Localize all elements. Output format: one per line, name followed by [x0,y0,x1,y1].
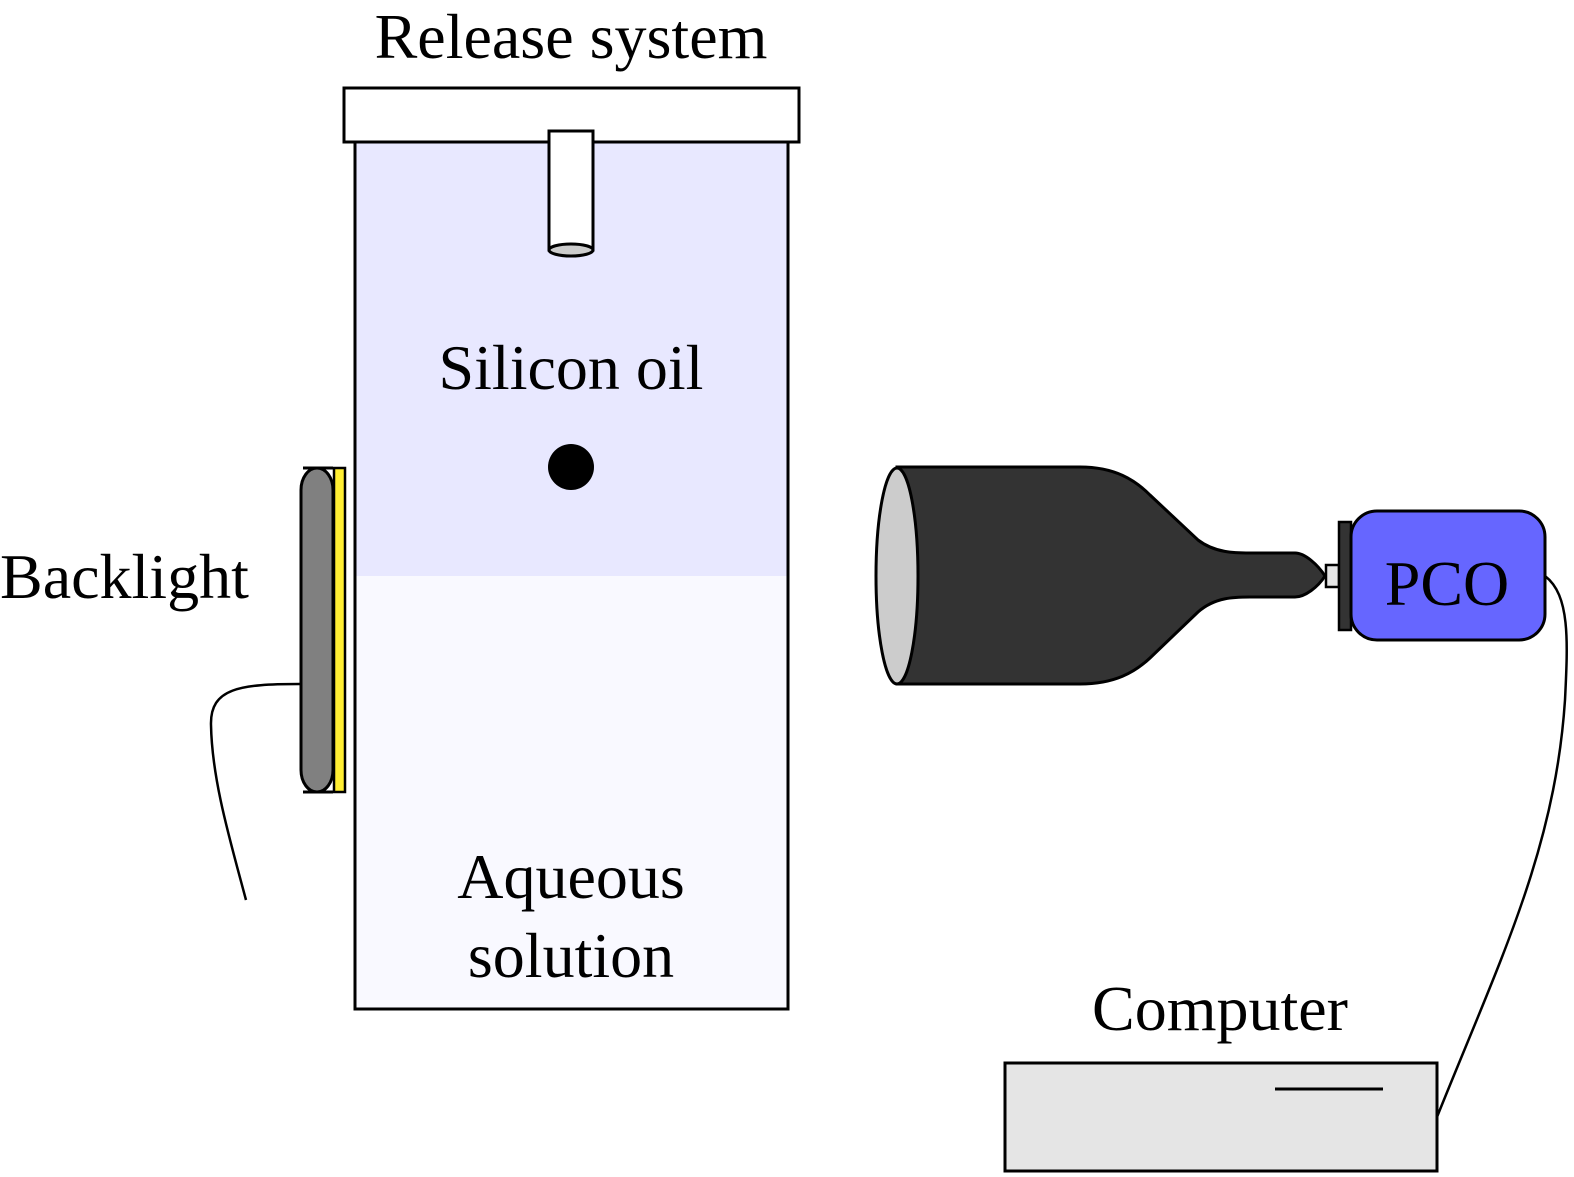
nozzle-tip [547,242,595,258]
silicon-oil-label: Silicon oil [439,332,704,403]
camera-label: PCO [1385,548,1510,619]
camera-mount-plate [1337,520,1353,632]
release-system-label: Release system [375,1,768,72]
backlight-body [299,466,335,794]
nozzle-body [547,129,595,252]
pco-camera: PCO [1337,509,1547,642]
lens-adapter [1324,563,1341,589]
camera-body [1349,509,1547,642]
camera-cable [1435,575,1568,1118]
lens-body [895,465,1327,686]
backlight [209,466,347,901]
aqueous-solution-label-line2: solution [468,920,674,991]
aqueous-solution-label-line1: Aqueous [457,841,685,912]
camera-lens [874,465,1341,686]
release-nozzle [547,129,595,258]
computer-body [1003,1061,1439,1173]
computer [1003,1061,1439,1173]
backlight-diffuser [332,466,347,794]
computer-label: Computer [1092,973,1348,1044]
backlight-label: Backlight [0,541,249,612]
droplet [548,444,594,490]
tank-walls [353,142,790,1011]
backlight-cable [209,682,301,901]
aqueous-layer [355,576,788,1009]
lens-front-glass [874,466,920,686]
